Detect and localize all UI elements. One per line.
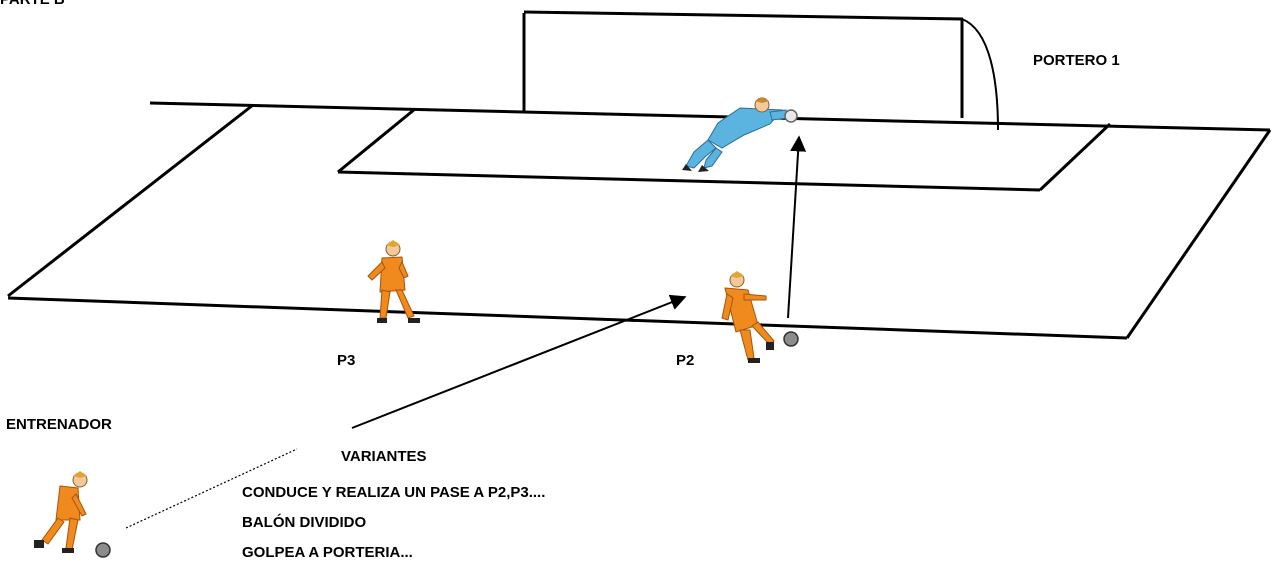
- variant-item: CONDUCE Y REALIZA UN PASE A P2,P3....: [242, 484, 546, 501]
- ball-icon: [95, 542, 111, 558]
- shot-arrow-to-goal: [787, 135, 807, 319]
- coach-figure: [34, 471, 88, 553]
- penalty-area: [7, 101, 1272, 340]
- variants-title: VARIANTES: [341, 448, 427, 465]
- player-p2-label: P2: [676, 352, 695, 369]
- goalkeeper-figure: [682, 97, 789, 172]
- player-figure: [367, 240, 420, 323]
- goal-area: [337, 107, 1112, 192]
- player-p3-label: P3: [337, 352, 356, 369]
- ball-icon: [784, 109, 798, 123]
- ball-icon: [783, 331, 799, 347]
- goalkeeper-label: PORTERO 1: [1033, 52, 1120, 69]
- variants-list: CONDUCE Y REALIZA UN PASE A P2,P3.... BA…: [242, 478, 545, 567]
- part-title: PARTE B: [0, 0, 65, 9]
- dotted-run-line: [125, 448, 298, 529]
- variant-item: GOLPEA A PORTERIA...: [242, 544, 413, 561]
- goal: [522, 10, 999, 131]
- player-figure: [721, 271, 775, 363]
- pass-arrow-coach-to-p2: [351, 294, 687, 429]
- coach-label: ENTRENADOR: [6, 416, 112, 433]
- variant-item: BALÓN DIVIDIDO: [242, 514, 367, 531]
